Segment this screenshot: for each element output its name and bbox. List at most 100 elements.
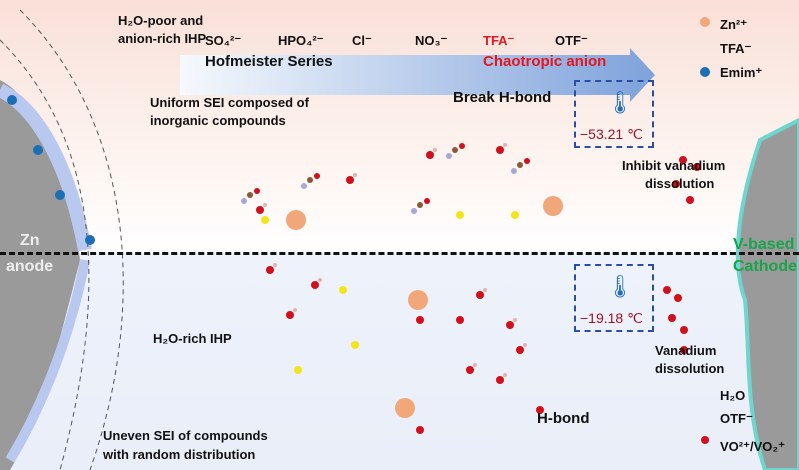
zn-anode xyxy=(0,0,80,470)
emim-cation xyxy=(55,190,65,200)
zn-ion xyxy=(543,196,563,216)
ihp-label-line1: H₂O-poor and xyxy=(118,13,204,28)
tfa-fluorine xyxy=(301,183,307,189)
tfa-oxygen xyxy=(254,188,260,194)
hydrogen-atom xyxy=(263,203,267,207)
water-molecule xyxy=(311,281,319,289)
v-cathode xyxy=(735,117,799,470)
water-molecule xyxy=(516,346,524,354)
series-chloride: Cl⁻ xyxy=(352,33,372,48)
ihp-boundary-1 xyxy=(0,39,90,470)
water-molecule xyxy=(496,376,504,384)
ihp-boundary-2 xyxy=(19,9,124,470)
series-sulfate: SO₄²⁻ xyxy=(205,33,242,48)
thermometer-icon: 🌡 xyxy=(606,274,634,299)
hydrogen-atom xyxy=(513,318,517,322)
series-tfa: TFA⁻ xyxy=(483,33,515,48)
water-molecule xyxy=(266,266,274,274)
series-phosphate: HPO₄²⁻ xyxy=(278,33,324,48)
emim-legend-icon xyxy=(700,67,710,77)
tfa-carbon xyxy=(307,177,313,183)
hydrogen-atom xyxy=(353,173,357,177)
inhibit-line2: dissolution xyxy=(645,176,715,191)
tfa-carbon xyxy=(452,147,458,153)
vanadium-ion xyxy=(680,326,688,334)
zn-ion xyxy=(408,290,428,310)
legend-vo: VO²⁺/VO₂⁺ xyxy=(720,439,786,454)
otf-sulfur xyxy=(294,366,302,374)
temperature-top: −53.21 ℃ xyxy=(580,125,643,142)
h2o-rich-ihp-label: H₂O-rich IHP xyxy=(153,331,232,346)
anode-label-line1: Zn xyxy=(20,232,40,249)
temperature-box-top: 🌡 −53.21 ℃ xyxy=(574,80,654,148)
vanadium-ion xyxy=(663,286,671,294)
vanadium-ion xyxy=(680,346,688,354)
tfa-carbon xyxy=(517,162,523,168)
hydrogen-atom xyxy=(318,278,322,282)
otf-sulfur xyxy=(351,341,359,349)
zn-ion xyxy=(395,398,415,418)
hofmeister-series-title: Hofmeister Series xyxy=(205,53,333,70)
water-molecule xyxy=(416,426,424,434)
water-molecule xyxy=(536,406,544,414)
inhibit-line1: Inhibit vanadium xyxy=(622,158,726,173)
vanadium-ion xyxy=(693,163,701,171)
tfa-oxygen xyxy=(459,143,465,149)
vanadium-ion xyxy=(674,294,682,302)
uniform-sei-line1: Uniform SEI composed of xyxy=(150,95,309,110)
thermometer-icon: 🌡 xyxy=(606,90,634,115)
tfa-fluorine xyxy=(411,208,417,214)
tfa-fluorine xyxy=(446,153,452,159)
hydrogen-atom xyxy=(293,308,297,312)
water-molecule xyxy=(426,151,434,159)
hydrogen-atom xyxy=(473,363,477,367)
uniform-sei-line2: inorganic compounds xyxy=(150,113,286,128)
legend-otf: OTF⁻ xyxy=(720,411,753,426)
otf-sulfur xyxy=(261,216,269,224)
uneven-sei-layer xyxy=(5,259,90,463)
water-molecule xyxy=(456,316,464,324)
tfa-oxygen xyxy=(424,198,430,204)
hydrogen-atom xyxy=(273,263,277,267)
vanadium-ion xyxy=(686,196,694,204)
water-molecule xyxy=(286,311,294,319)
uneven-sei-line2: with random distribution xyxy=(103,447,256,462)
water-molecule xyxy=(416,316,424,324)
water-molecule xyxy=(256,206,264,214)
zn-ion xyxy=(286,210,306,230)
emim-cation xyxy=(7,95,17,105)
uneven-sei-line1: Uneven SEI of compounds xyxy=(103,428,268,443)
tfa-fluorine xyxy=(511,168,517,174)
molecules xyxy=(7,17,710,444)
vanadium-ion xyxy=(668,314,676,322)
vanadium-ion xyxy=(672,180,680,188)
tfa-oxygen xyxy=(524,158,530,164)
hydrogen-atom xyxy=(483,288,487,292)
hofmeister-arrow xyxy=(180,48,655,102)
vanadium-line1: Vanadium xyxy=(655,343,717,358)
otf-sulfur xyxy=(339,286,347,294)
otf-sulfur xyxy=(511,211,519,219)
chaotropic-anion-label: Chaotropic anion xyxy=(483,53,607,70)
legend-tfa: TFA⁻ xyxy=(720,41,752,56)
legend-emim: Emim⁺ xyxy=(720,65,763,80)
hydrogen-atom xyxy=(503,373,507,377)
water-molecule xyxy=(346,176,354,184)
water-molecule xyxy=(496,146,504,154)
top-panel-background xyxy=(0,0,799,253)
series-otf: OTF⁻ xyxy=(555,33,588,48)
hydrogen-atom xyxy=(503,143,507,147)
anode-label-line2: anode xyxy=(6,258,54,275)
vanadium-ion xyxy=(701,436,709,444)
legend-h2o: H₂O xyxy=(720,388,746,403)
temperature-bottom: −19.18 ℃ xyxy=(580,309,643,326)
tfa-carbon xyxy=(417,202,423,208)
water-molecule xyxy=(506,321,514,329)
temperature-box-bottom: 🌡 −19.18 ℃ xyxy=(574,264,654,332)
zn-ion xyxy=(700,17,710,27)
vanadium-ion xyxy=(679,156,687,164)
tfa-oxygen xyxy=(314,173,320,179)
cathode-label-line2: Cathode xyxy=(733,258,797,275)
